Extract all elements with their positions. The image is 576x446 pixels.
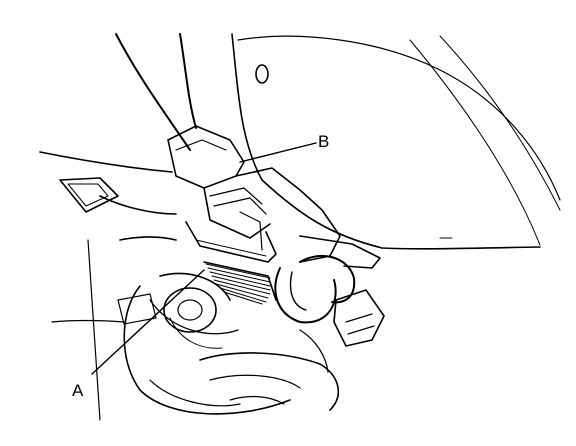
- terminal-bundle: [206, 264, 270, 304]
- callout-label-a: A: [72, 381, 84, 400]
- dash-cover-outline: [232, 34, 560, 249]
- callout-leaders: [92, 143, 316, 374]
- leader-line-b: [240, 143, 316, 162]
- left-panel: [40, 152, 176, 420]
- right-harness: [275, 256, 384, 346]
- connector-block: [168, 126, 380, 300]
- upper-harness: [116, 34, 196, 150]
- callout-label-b: B: [318, 132, 330, 151]
- leader-line-a: [92, 270, 204, 374]
- steering-column: [118, 273, 338, 413]
